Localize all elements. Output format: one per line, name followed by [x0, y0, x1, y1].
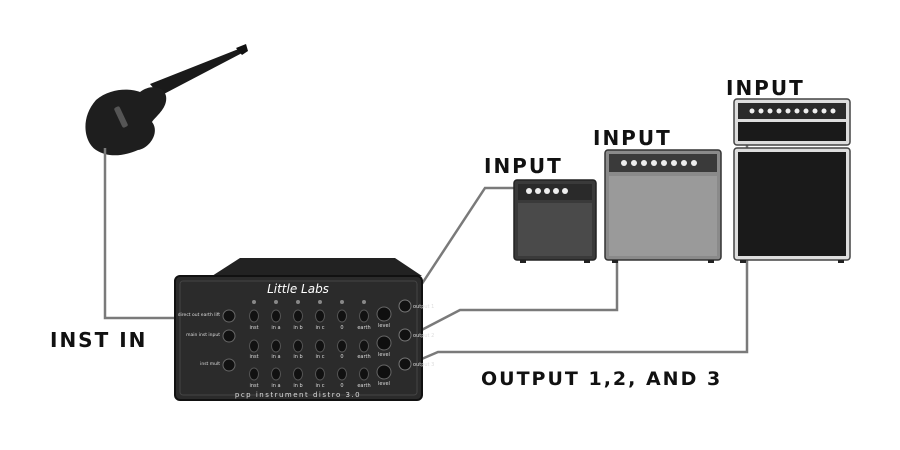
level-label: level — [378, 352, 390, 358]
switch[interactable] — [315, 367, 325, 381]
switch-grid — [249, 309, 369, 381]
medium-amp — [604, 149, 722, 263]
jack-direct-out[interactable] — [222, 309, 236, 323]
switch[interactable] — [315, 309, 325, 323]
cable-output-1 — [406, 186, 520, 306]
output-label-1: output 1 — [413, 304, 434, 310]
switch[interactable] — [293, 309, 303, 323]
distro-unit: Little Labs direct out earth lift main i… — [174, 258, 434, 401]
output-label-2: output 2 — [413, 333, 434, 339]
switch[interactable] — [249, 339, 259, 353]
svg-text:0: 0 — [340, 383, 343, 389]
svg-text:in a: in a — [271, 383, 280, 389]
svg-text:earth: earth — [357, 354, 370, 360]
svg-text:inst: inst — [249, 383, 258, 389]
switch-labels-row-3: inst in a in b in c 0 earth — [249, 383, 370, 389]
switch[interactable] — [249, 309, 259, 323]
svg-text:inst: inst — [249, 325, 258, 331]
switch[interactable] — [293, 339, 303, 353]
inst-in-label: INST IN — [50, 328, 148, 352]
output-jack-1[interactable] — [398, 299, 412, 313]
level-label: level — [378, 323, 390, 329]
level-knob-3[interactable] — [376, 364, 392, 380]
switch[interactable] — [293, 367, 303, 381]
switch[interactable] — [337, 367, 347, 381]
jack-label-main-input: main inst input — [186, 332, 220, 338]
level-knobs — [376, 306, 392, 380]
switch[interactable] — [271, 309, 281, 323]
output-jack-2[interactable] — [398, 328, 412, 342]
jack-inst-mult[interactable] — [222, 358, 236, 372]
switch[interactable] — [337, 309, 347, 323]
output-jack-3[interactable] — [398, 357, 412, 371]
switch[interactable] — [271, 367, 281, 381]
jack-label-direct-out: direct out earth lift — [178, 312, 221, 318]
switch[interactable] — [249, 367, 259, 381]
medium-amp-input-label: INPUT — [593, 126, 672, 150]
model-name: pcp instrument distro 3.0 — [235, 391, 361, 399]
switch[interactable] — [271, 339, 281, 353]
stack-amp — [733, 98, 851, 263]
output-label-3: output 3 — [413, 362, 434, 368]
switch[interactable] — [337, 339, 347, 353]
stack-amp-input-label: INPUT — [726, 76, 805, 100]
svg-text:in a: in a — [271, 325, 280, 331]
svg-text:in b: in b — [293, 354, 302, 360]
combo-amp-input-label: INPUT — [484, 154, 563, 178]
svg-text:in c: in c — [316, 354, 325, 360]
switch-labels-row-2: inst in a in b in c 0 earth — [249, 354, 370, 360]
jack-label-inst-mult: inst mult — [200, 361, 220, 367]
svg-text:in b: in b — [293, 383, 302, 389]
svg-text:0: 0 — [340, 325, 343, 331]
combo-amp — [513, 179, 597, 263]
level-knob-2[interactable] — [376, 335, 392, 351]
svg-text:in b: in b — [293, 325, 302, 331]
svg-text:in a: in a — [271, 354, 280, 360]
jack-main-input[interactable] — [222, 329, 236, 343]
level-knob-1[interactable] — [376, 306, 392, 322]
svg-text:0: 0 — [340, 354, 343, 360]
svg-text:in c: in c — [316, 325, 325, 331]
switch[interactable] — [315, 339, 325, 353]
switch[interactable] — [359, 339, 369, 353]
switch[interactable] — [359, 309, 369, 323]
led-row — [252, 300, 366, 304]
switch-labels-row-1: inst in a in b in c 0 earth — [249, 325, 370, 331]
guitar-icon — [85, 44, 248, 156]
svg-text:earth: earth — [357, 383, 370, 389]
brand-logo: Little Labs — [267, 282, 329, 296]
switch[interactable] — [359, 367, 369, 381]
outputs-label: OUTPUT 1,2, AND 3 — [481, 368, 723, 390]
level-label: level — [378, 381, 390, 387]
svg-text:in c: in c — [316, 383, 325, 389]
svg-text:earth: earth — [357, 325, 370, 331]
svg-text:inst: inst — [249, 354, 258, 360]
